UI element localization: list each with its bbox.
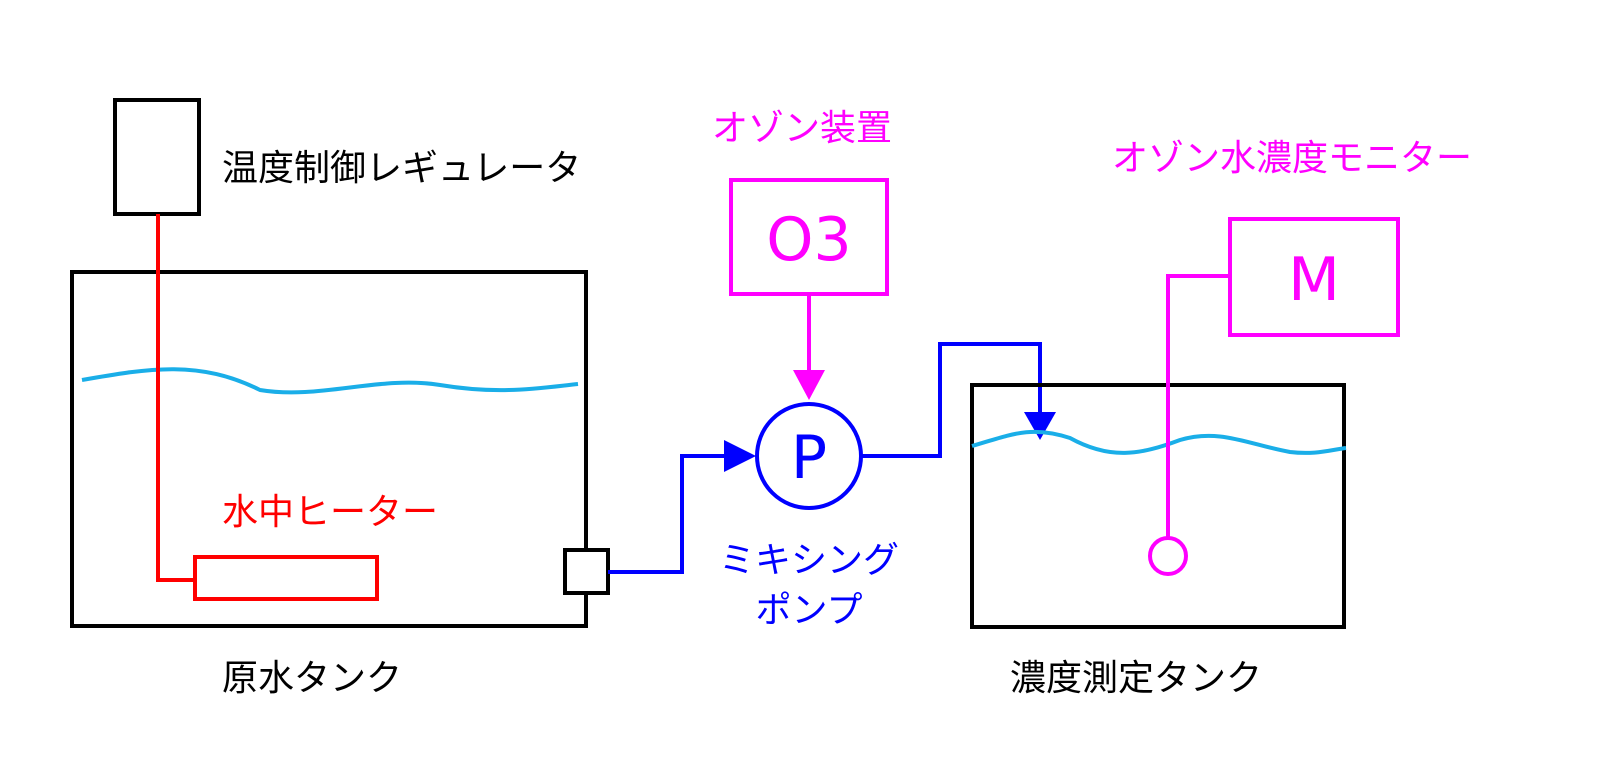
inlet-pipe <box>608 454 730 574</box>
heater-wire <box>156 214 195 582</box>
source-tank-water-surface <box>81 367 579 395</box>
heater-element <box>193 555 379 601</box>
measure-tank-water-surface <box>971 429 1347 455</box>
outlet-arrow-head <box>1024 412 1056 440</box>
monitor-sensor-probe <box>1148 536 1188 576</box>
measure-tank-label: 濃度測定タンク <box>1010 658 1262 699</box>
ozone-device-label: オゾン装置 <box>712 108 892 149</box>
outlet-pipe <box>861 342 1042 458</box>
monitor-label: オゾン水濃度モニター <box>1112 138 1472 179</box>
pump-label-line1: ミキシング <box>719 540 899 581</box>
source-tank-label: 原水タンク <box>222 658 402 699</box>
pump-label-line2: ポンプ <box>756 590 863 631</box>
monitor-probe-line <box>1166 274 1230 537</box>
ozone-symbol: O3 <box>766 205 851 275</box>
regulator-label: 温度制御レギュレータ <box>222 148 581 189</box>
pump-symbol: P <box>791 423 827 493</box>
ozone-feed-arrow-head <box>793 370 825 400</box>
measure-tank <box>970 383 1346 629</box>
inlet-arrow-head <box>724 440 756 472</box>
heater-label: 水中ヒーター <box>222 492 438 533</box>
regulator-box <box>113 98 201 216</box>
monitor-symbol: M <box>1288 245 1340 315</box>
source-tank <box>70 270 588 628</box>
outlet-port <box>563 548 610 595</box>
